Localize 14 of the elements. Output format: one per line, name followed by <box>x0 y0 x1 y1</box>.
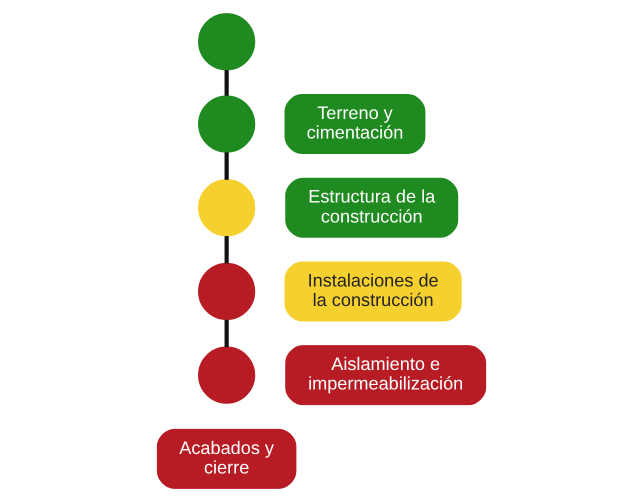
connector <box>224 320 229 348</box>
connector <box>224 152 229 180</box>
node-box: Terreno y cimentación <box>284 94 426 154</box>
connector <box>224 70 229 96</box>
node-circle <box>198 95 256 153</box>
connector <box>224 236 229 264</box>
node-box: Aislamiento e impermeabilización <box>285 345 486 406</box>
node-circle <box>198 179 256 236</box>
node-box: Estructura de la construcción <box>285 178 458 238</box>
node-circle <box>198 262 256 320</box>
node-box: Instalaciones de la construcción <box>284 261 462 322</box>
node-box: Acabados y cierre <box>156 428 296 489</box>
node-circle <box>198 346 256 404</box>
node-circle <box>198 13 256 70</box>
